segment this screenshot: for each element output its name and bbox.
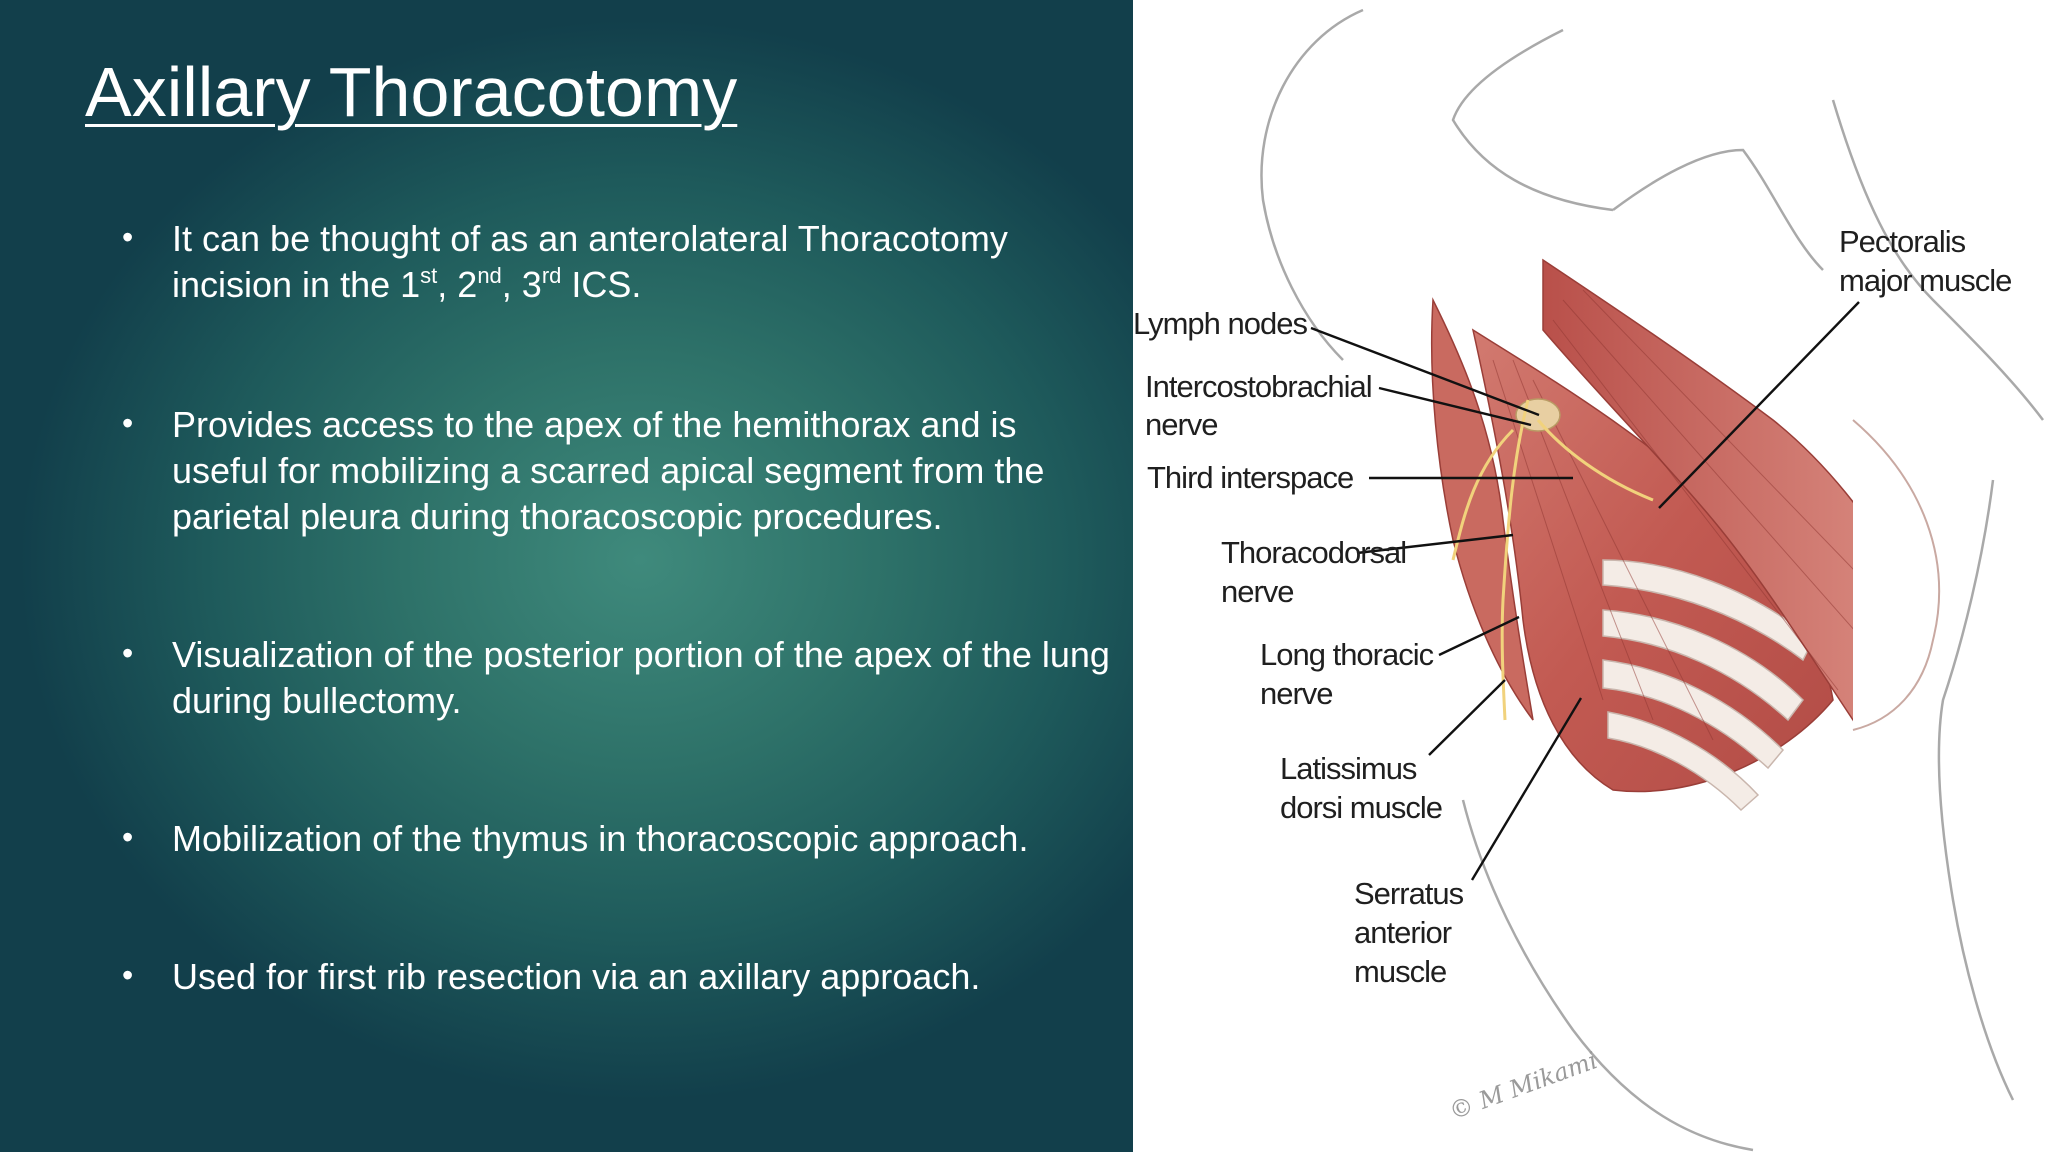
label-latissimus: Latissimus [1280,751,1417,786]
ribs [1602,559,1814,812]
breast-outline [1852,419,1940,731]
ordinal-rd: rd [541,263,562,288]
anatomy-illustration-panel: Lymph nodes Intercostobrachial nerve Thi… [1133,0,2048,1152]
muscle-fibers [1492,289,1884,741]
text-panel: Axillary Thoracotomy • It can be thought… [0,0,1133,1152]
bullet-marker: • [122,405,134,441]
bullet-marker: • [122,219,134,255]
bullet-1-text: ICS. [561,264,642,305]
bullet-1-text: It can be thought of as an anterolateral… [172,218,1008,305]
ordinal-nd: nd [477,263,502,288]
label-serratus-muscle: muscle [1354,954,1446,989]
label-long-thoracic-nerve: nerve [1260,676,1333,711]
bullet-3: Visualization of the posterior portion o… [172,634,1110,721]
bullet-marker: • [122,635,134,671]
body-outline [1260,8,2044,1152]
label-lymph-nodes: Lymph nodes [1133,306,1307,341]
bullet-2: Provides access to the apex of the hemit… [172,404,1045,537]
bullet-marker: • [122,819,134,855]
bullet-4: Mobilization of the thymus in thoracosco… [172,818,1029,859]
anatomy-labels: Lymph nodes Intercostobrachial nerve Thi… [1133,224,2012,989]
axillary-anatomy-illustration: Lymph nodes Intercostobrachial nerve Thi… [1133,8,2044,1152]
bullet-marker: • [122,957,134,993]
label-thoracodorsal: Thoracodorsal [1221,535,1406,570]
label-intercostobrachial: Intercostobrachial [1145,369,1372,404]
ordinal-st: st [420,263,438,288]
label-latissimus-dorsi: dorsi muscle [1280,790,1442,825]
nerves [1451,399,1654,721]
label-leader-lines [1310,301,1860,881]
label-serratus: Serratus [1354,876,1464,911]
artist-signature: © M Mikami [1445,1046,1601,1125]
latissimus-dorsi-muscle [1430,297,1534,721]
slide-title: Axillary Thoracotomy [85,53,738,131]
label-pectoralis-major: major muscle [1839,263,2011,298]
bullet-5: Used for first rib resection via an axil… [172,956,981,997]
label-serratus-anterior: anterior [1354,915,1452,950]
label-thoracodorsal-nerve: nerve [1221,574,1294,609]
label-third-interspace: Third interspace [1147,460,1353,495]
label-long-thoracic: Long thoracic [1260,637,1434,672]
bullet-1: It can be thought of as an anterolateral… [172,216,1112,308]
label-intercostobrachial-nerve: nerve [1145,407,1218,442]
label-pectoralis: Pectoralis [1839,224,1966,259]
bullet-1-text: , 2 [437,264,478,305]
bullet-1-text: , 3 [501,264,542,305]
